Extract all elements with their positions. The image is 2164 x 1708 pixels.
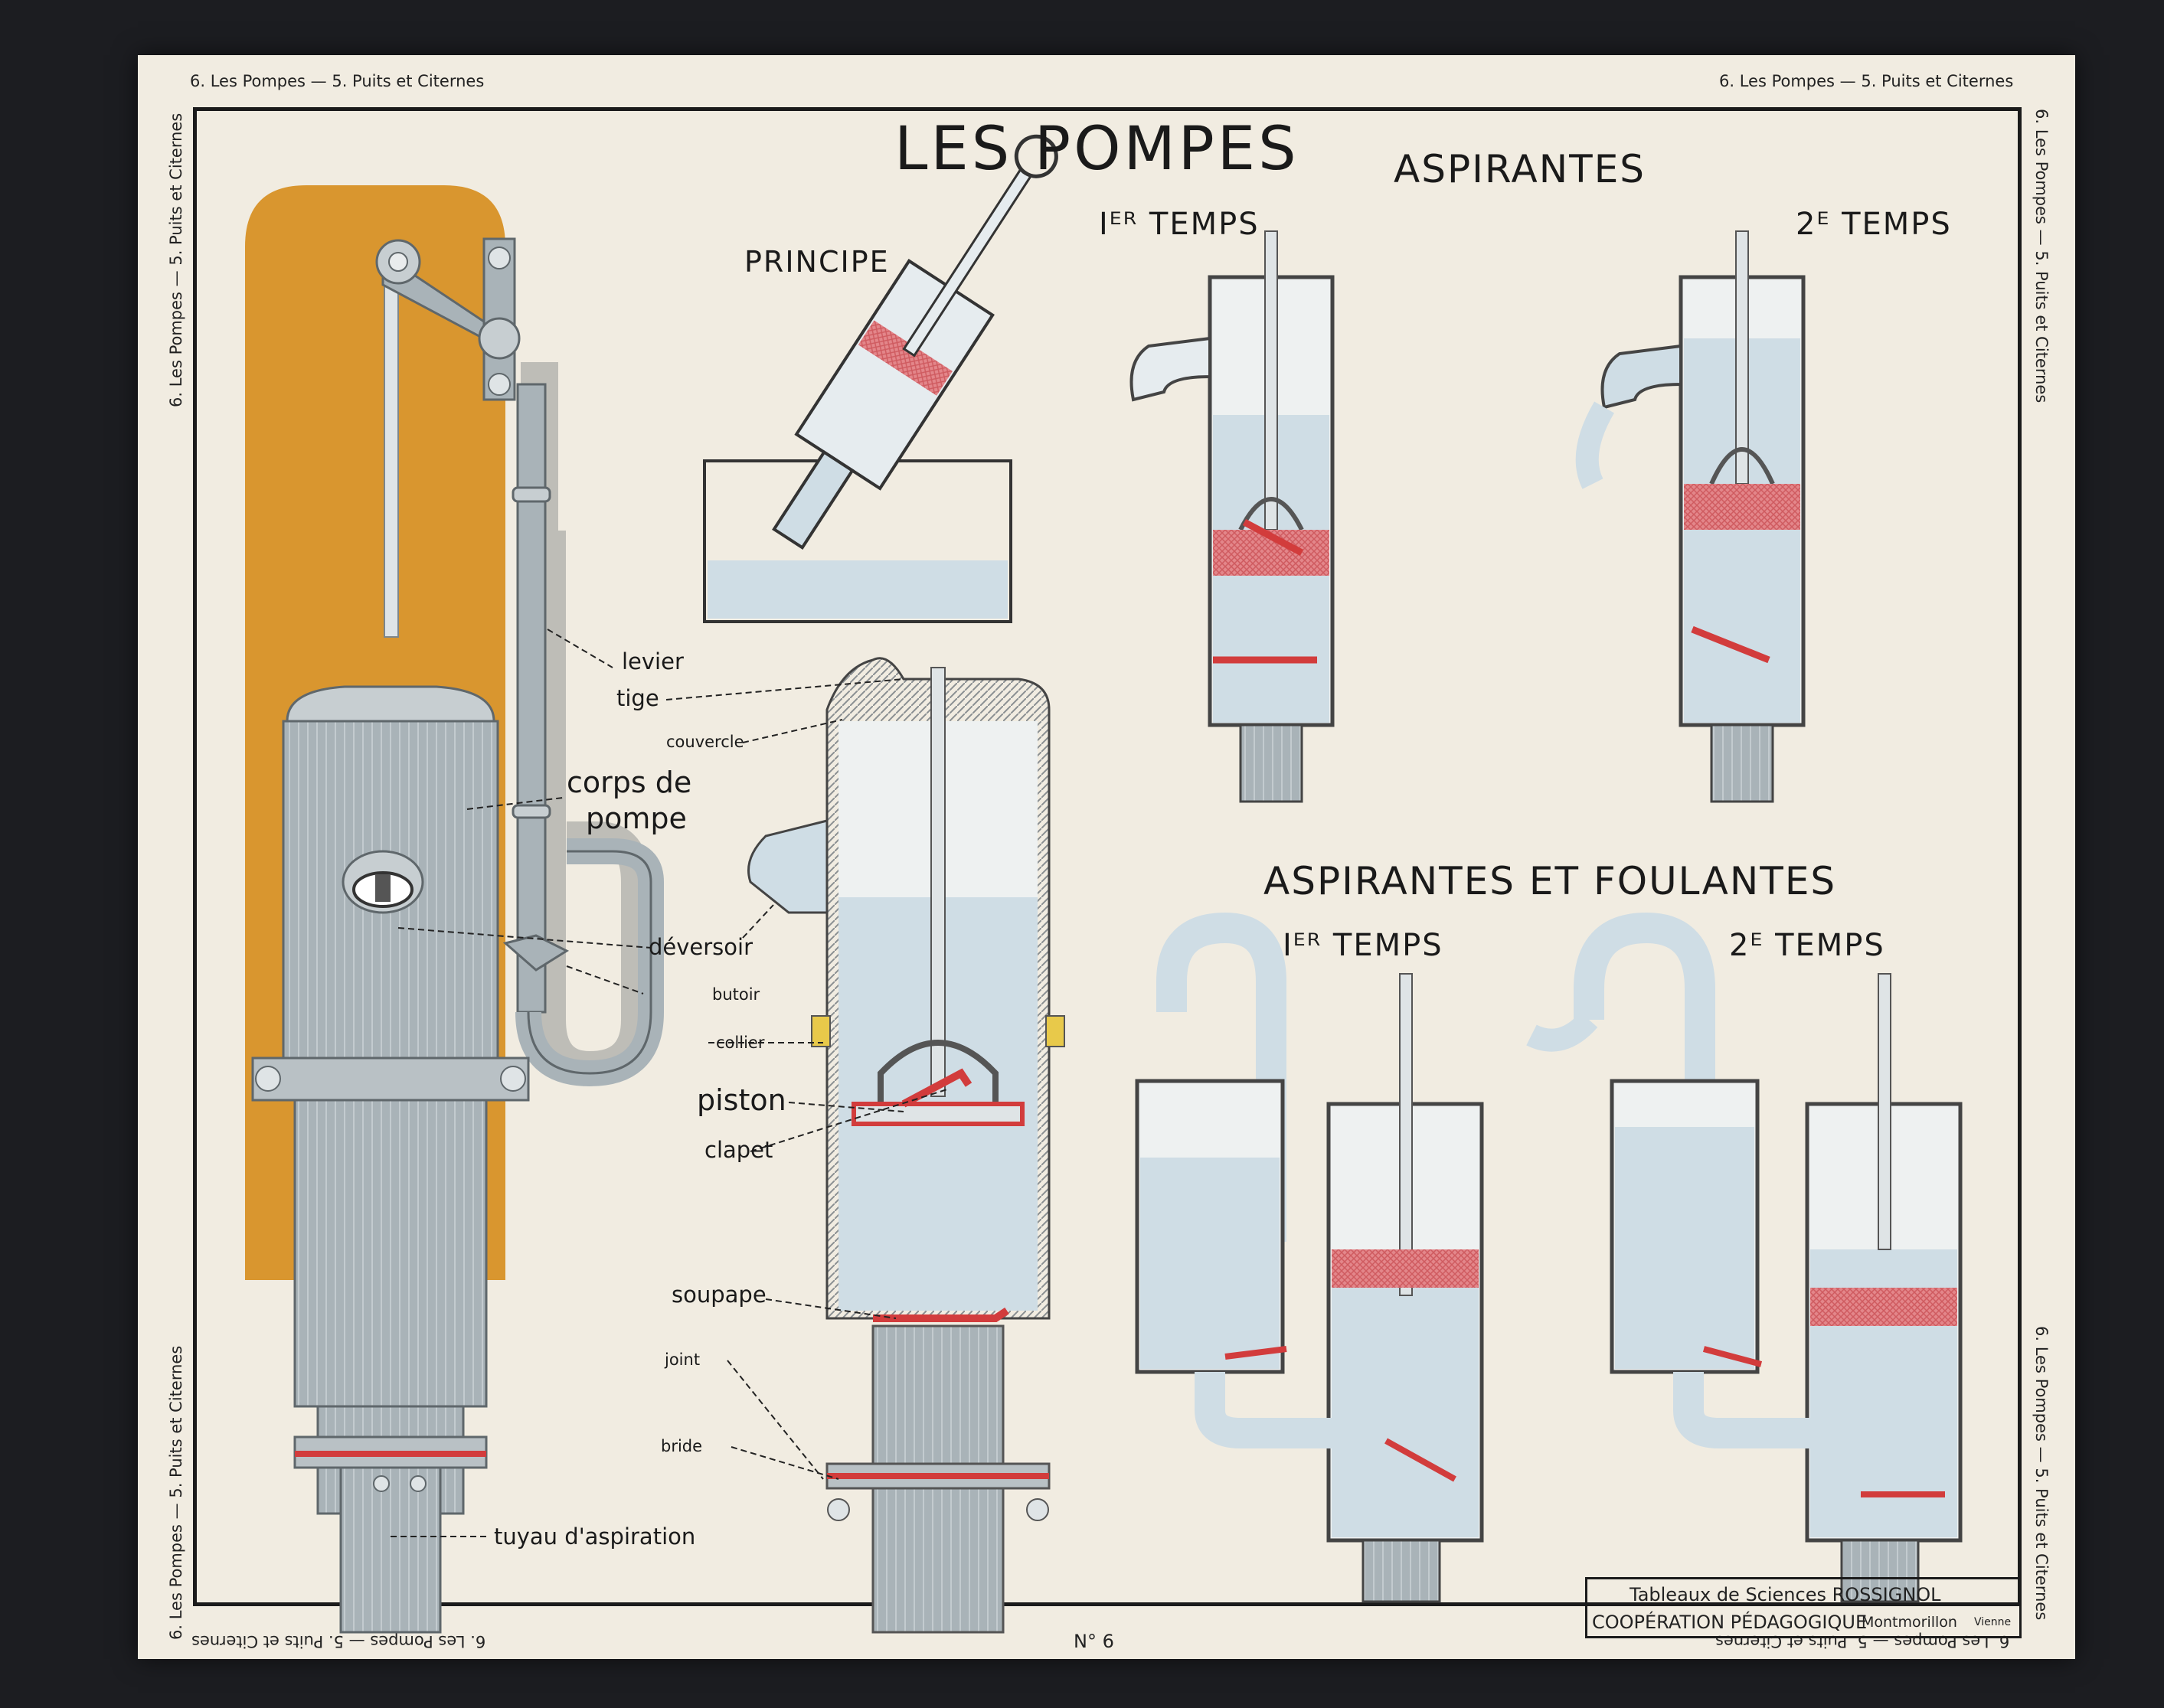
exterior-pump-illustration xyxy=(245,185,664,1634)
imprint-line2-b: Montmorillon xyxy=(1862,1614,1957,1631)
aspirantes-temps1-title: Iᴱᴿ TEMPS xyxy=(1099,207,1260,242)
foulantes-temps2-title: 2ᴱ TEMPS xyxy=(1729,928,1885,963)
imprint-line1: Tableaux de Sciences ROSSIGNOL xyxy=(1630,1584,1941,1605)
leader-lines xyxy=(391,629,950,1537)
diagram-artwork xyxy=(245,134,1963,1634)
label-tuyau: tuyau d'aspiration xyxy=(494,1523,696,1550)
label-tige: tige xyxy=(616,685,659,711)
foulante-temps1-illustration xyxy=(1135,912,1484,1603)
aspirantes-temps2-title: 2ᴱ TEMPS xyxy=(1796,207,1952,242)
imprint-line2-a: COOPÉRATION PÉDAGOGIQUE xyxy=(1592,1612,1868,1633)
publisher-imprint: Tableaux de Sciences ROSSIGNOL COOPÉRATI… xyxy=(1585,1577,2022,1638)
label-bride: bride xyxy=(661,1437,703,1455)
label-corps-de: corps de xyxy=(567,766,692,799)
aspirantes-title: ASPIRANTES xyxy=(1394,147,1646,191)
imprint-line2-c: Vienne xyxy=(1974,1616,2012,1628)
label-levier: levier xyxy=(622,648,684,674)
label-butoir: butoir xyxy=(712,985,760,1004)
main-title: LES POMPES xyxy=(894,115,1299,184)
label-collier: collier xyxy=(716,1034,765,1052)
pump-cross-section xyxy=(747,657,1065,1634)
sheet-number: N° 6 xyxy=(1074,1631,1114,1652)
label-joint: joint xyxy=(665,1350,701,1369)
principe-syringe-illustration xyxy=(703,134,1058,623)
label-deversoir: déversoir xyxy=(649,934,753,960)
aspirante-temps1-illustration xyxy=(1129,230,1335,803)
foulantes-temps1-title: Iᴱᴿ TEMPS xyxy=(1283,928,1443,963)
band-top-right: 6. Les Pompes — 5. Puits et Citernes xyxy=(1719,72,2014,90)
poster-sheet: 6. Les Pompes — 5. Puits et Citernes 6. … xyxy=(138,55,2075,1659)
label-clapet: clapet xyxy=(704,1137,773,1163)
aspirantes-foulantes-title: ASPIRANTES ET FOULANTES xyxy=(1263,859,1837,903)
label-soupape: soupape xyxy=(672,1282,767,1308)
label-piston: piston xyxy=(697,1083,786,1117)
foulante-temps2-illustration xyxy=(1526,912,1963,1603)
label-couvercle: couvercle xyxy=(666,733,744,751)
inner-frame xyxy=(193,107,2022,1606)
label-pompe: pompe xyxy=(586,802,687,835)
principe-title: PRINCIPE xyxy=(744,245,890,279)
aspirante-temps2-illustration xyxy=(1575,230,1806,803)
band-top-left: 6. Les Pompes — 5. Puits et Citernes xyxy=(190,72,485,90)
